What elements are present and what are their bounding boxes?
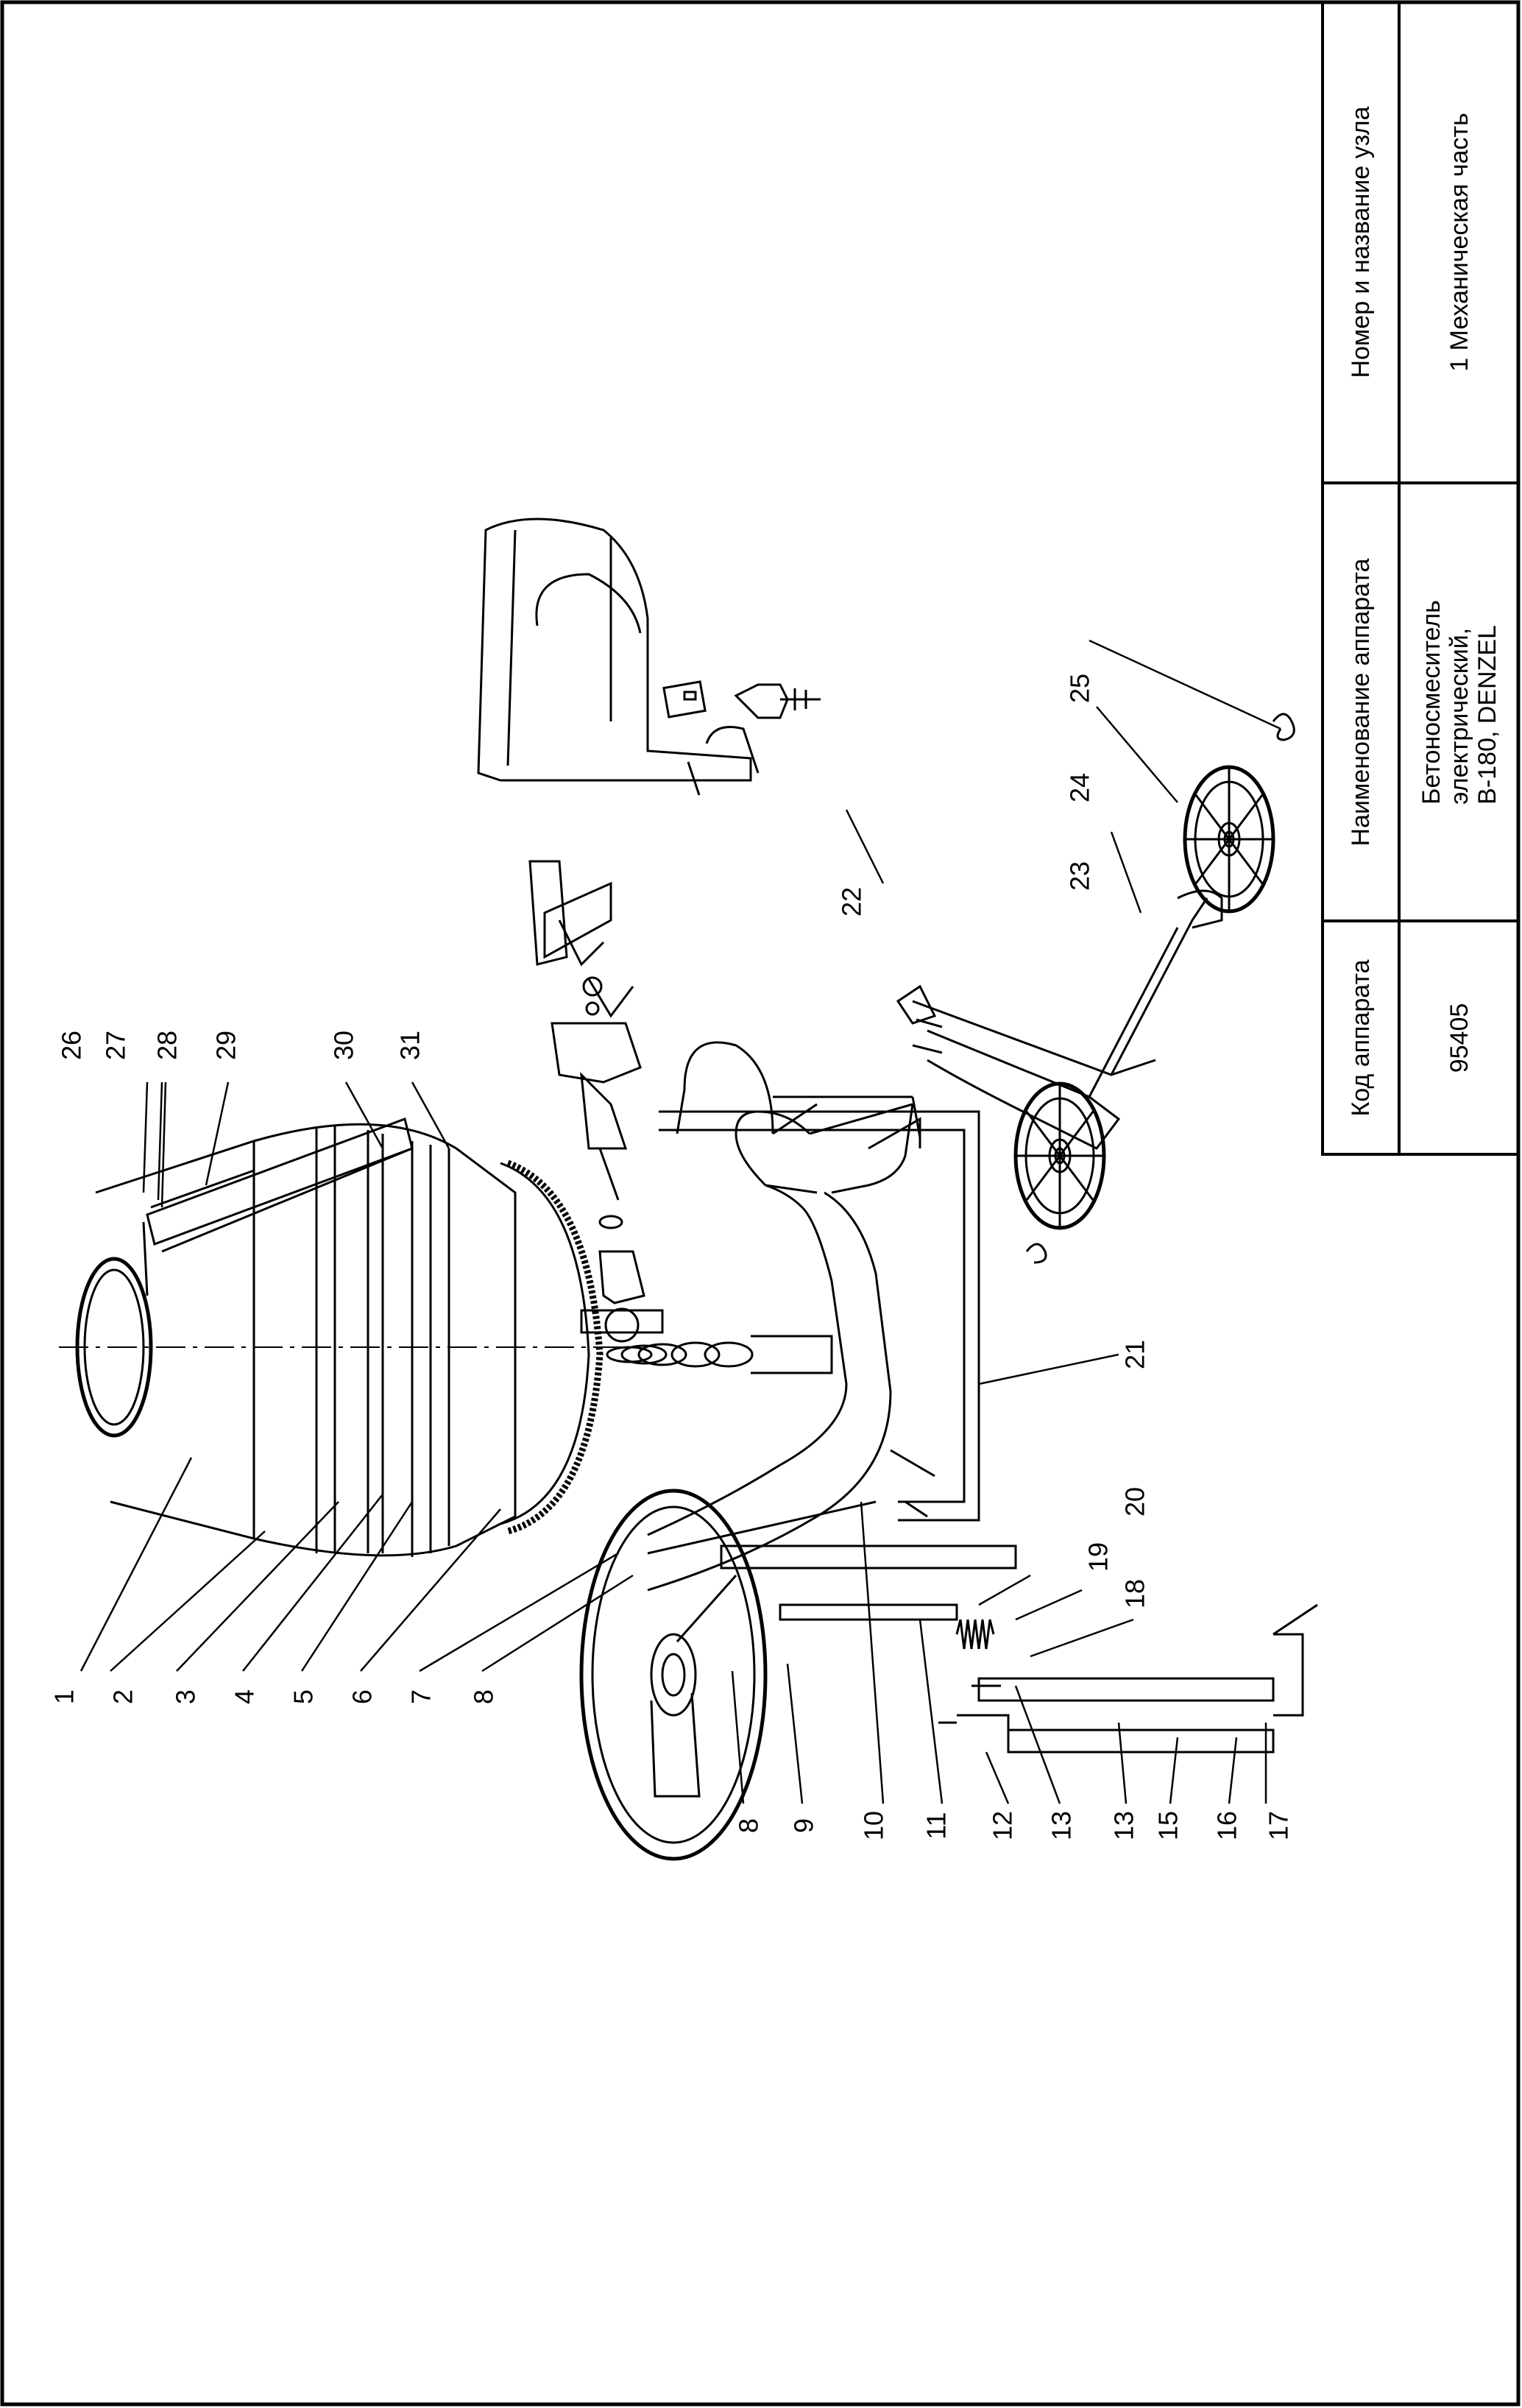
callout-11: 11: [921, 1812, 952, 1839]
callout-20: 20: [1120, 1487, 1150, 1517]
header-code-label: Код аппарата: [1347, 958, 1375, 1117]
callout-7: 7: [406, 1690, 436, 1704]
main-frame: [659, 1095, 980, 1522]
callout-27: 27: [101, 1031, 131, 1060]
leg-assembly: [720, 1544, 1318, 1754]
callout-19: 19: [1083, 1542, 1114, 1572]
callout-6: 6: [347, 1690, 378, 1704]
drum-paddle: [146, 1118, 414, 1246]
callouts: 1 2 3 4 5 6 7 8 8 9 10 11 12 13 13 15 16…: [49, 674, 1294, 1840]
callout-3: 3: [171, 1690, 201, 1704]
value-name-line1: Бетоносмеситель: [1417, 599, 1445, 805]
header-unit-cell: Номер и название узла: [1324, 3, 1398, 481]
value-name-line3: B-180, DENZEL: [1473, 624, 1501, 805]
header-code-cell: Код аппарата: [1324, 922, 1398, 1153]
value-name: Бетоносмеситель электрический, B-180, DE…: [1417, 600, 1501, 805]
callout-4: 4: [230, 1690, 260, 1704]
callout-10: 10: [859, 1811, 889, 1840]
linch-pin-lower: [1025, 1243, 1047, 1264]
title-block: Номер и название узла Наименование аппар…: [1321, 3, 1518, 1156]
gear-ring: [506, 1159, 604, 1535]
callout-29: 29: [211, 1031, 241, 1060]
yoke-frame: [647, 1041, 914, 1592]
header-name-label: Наименование аппарата: [1347, 558, 1375, 846]
callout-16: 16: [1212, 1811, 1242, 1840]
callout-5: 5: [289, 1690, 319, 1704]
value-unit-cell: 1 Механическая часть: [1401, 3, 1518, 481]
axle-bracket: [896, 889, 1223, 1150]
callout-30: 30: [329, 1031, 359, 1060]
wheel-lower: [1013, 1081, 1106, 1230]
value-code-cell: 95405: [1401, 922, 1518, 1153]
callout-15: 15: [1153, 1811, 1183, 1840]
callout-9: 9: [789, 1818, 819, 1833]
value-name-cell: Бетоносмеситель электрический, B-180, DE…: [1401, 484, 1518, 919]
value-unit: 1 Механическая часть: [1445, 113, 1473, 372]
motor-shaft-assembly: [528, 860, 833, 1374]
callout-25: 25: [1065, 674, 1095, 703]
leader-lines: [79, 639, 1281, 1804]
wheel-upper: [1183, 765, 1275, 914]
handwheel-rim: [579, 1489, 768, 1861]
callout-21: 21: [1120, 1340, 1150, 1369]
callout-12: 12: [988, 1811, 1018, 1840]
header-name-cell: Наименование аппарата: [1324, 484, 1398, 919]
callout-28: 28: [152, 1031, 183, 1060]
callout-17: 17: [1264, 1811, 1294, 1840]
callout-8b: 8: [734, 1818, 764, 1833]
callout-13b: 13: [1109, 1811, 1139, 1840]
motor-housing: [477, 518, 821, 796]
handwheel: [579, 1489, 768, 1861]
drum: [59, 1118, 633, 1557]
callout-26: 26: [57, 1031, 87, 1060]
callout-2: 2: [108, 1690, 138, 1704]
callout-23: 23: [1065, 861, 1095, 891]
spring: [955, 1619, 995, 1650]
callout-22: 22: [837, 887, 867, 917]
value-name-line2: электрический,: [1445, 627, 1473, 805]
value-code: 95405: [1445, 1003, 1473, 1073]
header-unit-label: Номер и название узла: [1347, 106, 1375, 378]
linch-pin-upper: [1272, 713, 1295, 741]
callout-18: 18: [1120, 1579, 1150, 1609]
callout-24: 24: [1065, 773, 1095, 802]
callout-8a: 8: [469, 1690, 499, 1704]
callout-13a: 13: [1047, 1811, 1077, 1840]
callout-31: 31: [395, 1031, 425, 1060]
callout-1: 1: [49, 1690, 79, 1704]
